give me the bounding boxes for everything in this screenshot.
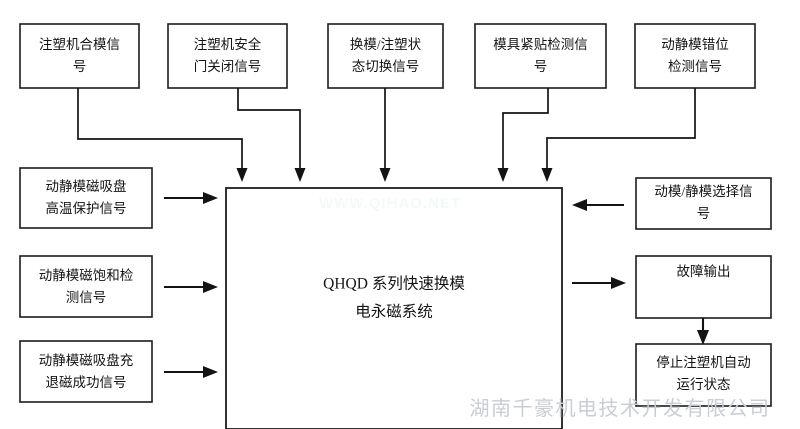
box-label-line2: 测信号 <box>66 290 107 305</box>
box-label-line1: 动静模错位 <box>661 37 729 52</box>
box-outline <box>635 343 772 407</box>
box-outline <box>634 23 756 89</box>
left-input-box-1[interactable]: 动静模磁吸盘 高温保护信号 <box>19 167 153 229</box>
top-input-box-4[interactable]: 模具紧贴检测信 号 <box>474 23 607 89</box>
box-label-line2: 态切换信号 <box>352 59 420 74</box>
box-label-line2: 号 <box>534 59 548 74</box>
connector-top3-to-center <box>379 88 391 182</box>
arrowhead-icon <box>541 168 553 182</box>
left-input-box-3[interactable]: 动静模磁吸盘充 退磁成功信号 <box>19 340 153 403</box>
box-outline <box>474 23 607 89</box>
box-outline <box>327 23 444 89</box>
box-outline <box>635 177 772 230</box>
top-input-box-1[interactable]: 注塑机合模信 号 <box>19 23 140 89</box>
right-input-box-1[interactable]: 动模/静模选择信 号 <box>635 177 772 230</box>
arrowhead-icon <box>379 168 391 182</box>
box-label-line1: 动静模磁吸盘 <box>46 178 127 194</box>
connector-top5-to-center <box>541 88 696 182</box>
arrowhead-icon <box>697 330 709 345</box>
box-label-line2: 运行状态 <box>677 377 731 392</box>
center-label-line1: QHQD 系列快速换模 <box>323 275 465 293</box>
box-label-line2: 门关闭信号 <box>194 59 262 74</box>
connector-top2-to-center <box>237 88 306 182</box>
box-label-line2: 检测信号 <box>668 59 722 74</box>
connector-top4-to-center <box>497 88 549 182</box>
connector-left2-to-center <box>164 281 218 293</box>
box-label-line2: 号 <box>73 59 87 74</box>
watermark-top-text: WWW.QIHAO.NET <box>319 195 461 212</box>
connector-fault-to-stop <box>697 318 709 345</box>
connector-top1-to-center <box>77 88 248 182</box>
center-system-box[interactable]: WWW.QIHAO.NET QHQD 系列快速换模 电永磁系统 <box>225 187 563 429</box>
arrowhead-icon <box>203 366 218 378</box>
connector-rightinput-to-center <box>572 199 624 211</box>
box-outline <box>19 255 153 318</box>
box-label-line1: 模具紧贴检测信 <box>493 37 588 52</box>
arrowhead-icon <box>294 168 306 182</box>
box-outline <box>19 23 140 89</box>
box-label-line1: 动模/静模选择信 <box>654 184 752 199</box>
arrowhead-icon <box>572 199 587 211</box>
left-input-box-2[interactable]: 动静模磁饱和检 测信号 <box>19 255 153 318</box>
box-outline <box>19 340 153 403</box>
box-label-line2: 号 <box>697 206 711 221</box>
box-label-line1: 动静模磁吸盘充 <box>39 352 134 368</box>
box-outline <box>19 167 153 229</box>
connector-center-to-fault <box>572 277 626 289</box>
box-label-line1: 停止注塑机自动 <box>656 354 751 370</box>
box-label-line1: 注塑机合模信 <box>39 37 120 52</box>
arrowhead-icon <box>203 192 218 204</box>
top-input-box-2[interactable]: 注塑机安全 门关闭信号 <box>167 23 288 89</box>
connector-left3-to-center <box>164 366 218 378</box>
arrowhead-icon <box>236 168 248 182</box>
watermark-bottom-text: 湖南千豪机电技术开发有限公司 <box>470 397 771 420</box>
box-label-line1: 注塑机安全 <box>194 36 262 52</box>
arrowhead-icon <box>203 281 218 293</box>
box-label-line1: 故障输出 <box>677 264 731 279</box>
box-label-line2: 高温保护信号 <box>46 200 127 216</box>
center-label-line2: 电永磁系统 <box>355 303 433 321</box>
right-output-box-fault[interactable]: 故障输出 <box>635 255 772 319</box>
box-label-line1: 换模/注塑状 <box>350 37 422 52</box>
top-input-box-5[interactable]: 动静模错位 检测信号 <box>634 23 756 89</box>
box-label-line2: 退磁成功信号 <box>46 375 127 390</box>
connector-left1-to-center <box>164 192 218 204</box>
arrowhead-icon <box>611 277 626 289</box>
box-outline <box>225 187 563 429</box>
box-label-line1: 动静模磁饱和检 <box>39 268 134 283</box>
arrowhead-icon <box>497 168 509 182</box>
box-outline <box>167 23 288 89</box>
right-output-box-stop[interactable]: 停止注塑机自动 运行状态 <box>635 343 772 407</box>
top-input-box-3[interactable]: 换模/注塑状 态切换信号 <box>327 23 444 89</box>
